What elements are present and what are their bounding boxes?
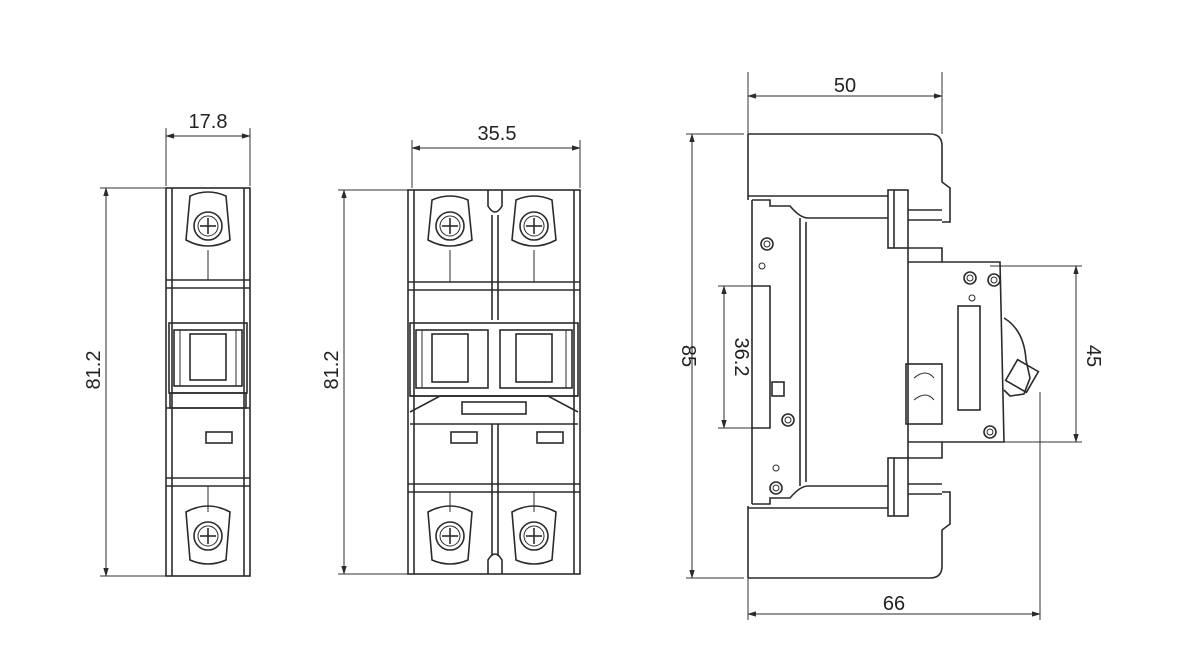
single-pole-height-label: 81.2 [83, 351, 105, 390]
side-height-label: 85 [677, 345, 699, 367]
double-pole-width-label: 35.5 [478, 123, 517, 145]
double-pole-front-view: 35.5 81.2 [321, 123, 581, 575]
single-pole-width-label: 17.8 [189, 111, 228, 133]
side-depth-label: 66 [883, 593, 905, 615]
side-top-width-label: 50 [834, 75, 856, 97]
side-terminal-height-label: 45 [1082, 345, 1104, 367]
side-din-height-label: 36.2 [730, 338, 752, 377]
single-pole-front-view: 17.8 81.2 [83, 111, 251, 577]
side-view: 50 85 36.2 45 66 [677, 72, 1104, 620]
double-pole-height-label: 81.2 [321, 351, 343, 390]
